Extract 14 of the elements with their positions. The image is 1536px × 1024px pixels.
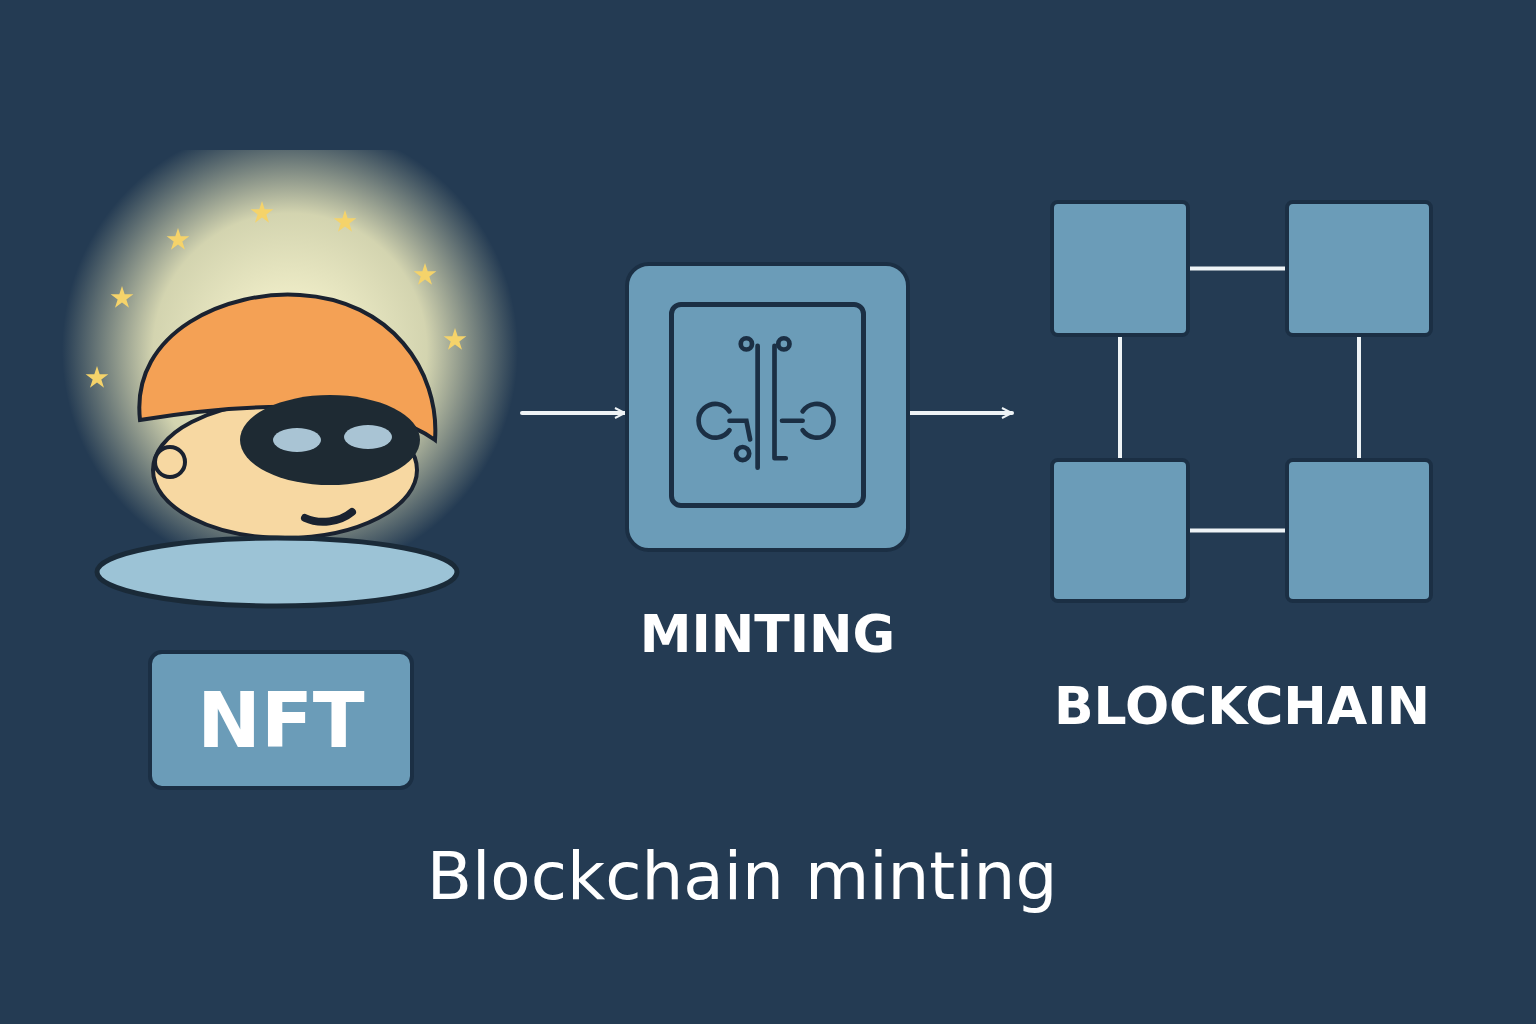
connector-line (1357, 335, 1361, 460)
block (1285, 200, 1433, 337)
block (1050, 200, 1190, 337)
block (1285, 458, 1433, 603)
label-box: NFT (148, 650, 414, 790)
caption: Blockchain minting (425, 838, 1059, 915)
connector-line (1118, 335, 1122, 460)
arrow (908, 407, 1014, 419)
arrow (520, 407, 627, 419)
connector-line (1188, 266, 1287, 271)
connector-line (1188, 528, 1287, 533)
block (1050, 458, 1190, 603)
section-label: BLOCKCHAIN (1052, 676, 1431, 736)
step-label: MINTING (638, 604, 897, 664)
